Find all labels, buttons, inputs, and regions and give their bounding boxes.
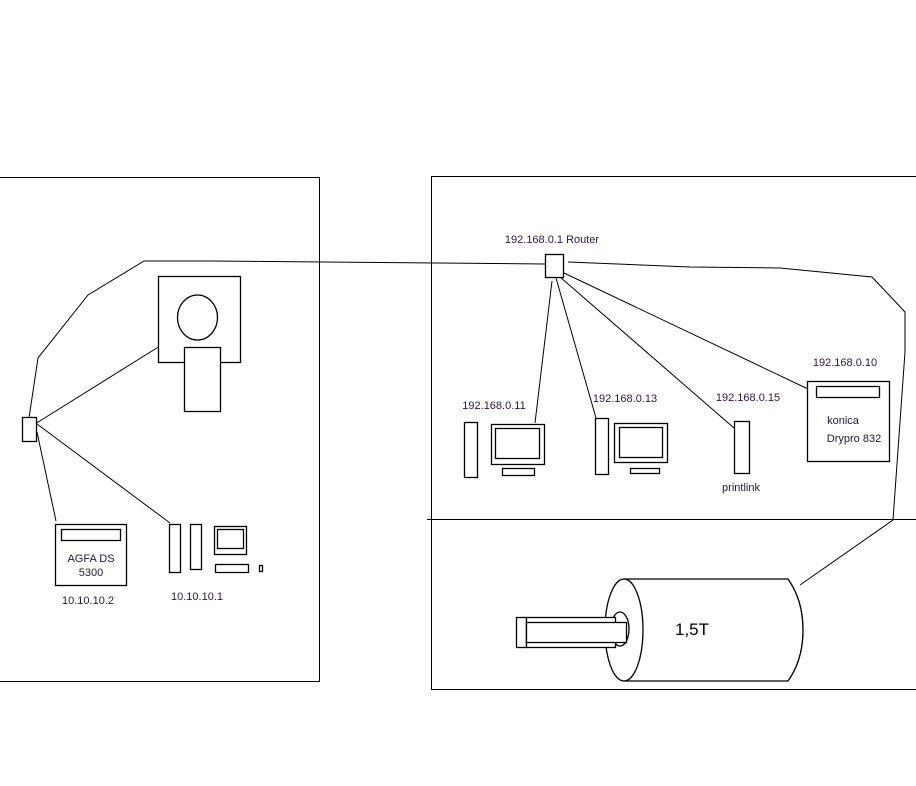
switch-icon[interactable]	[21, 416, 38, 443]
pc1-icon[interactable]	[463, 421, 546, 479]
printlink-icon[interactable]	[733, 420, 751, 475]
agfa-ds-5300-printer[interactable]: AGFA DS 5300	[54, 523, 128, 587]
uplink-cable	[28, 260, 546, 419]
left-room-boundary	[0, 177, 320, 682]
router-icon[interactable]	[544, 253, 565, 279]
mri-scanner-icon[interactable]: 1,5T	[515, 578, 804, 682]
printlink-ip-label: 192.168.0.15	[716, 392, 780, 404]
cable-router-to-printlink	[559, 276, 735, 429]
agfa-name-line2: 5300	[79, 567, 103, 579]
router-label: 192.168.0.1 Router	[505, 234, 600, 246]
printlink-name: printlink	[722, 482, 760, 494]
right-room-boundary	[431, 176, 916, 690]
konica-name-line1: konica	[827, 415, 860, 427]
cable-switch-to-workstation	[36, 423, 171, 524]
agfa-name-line1: AGFA DS	[67, 553, 114, 565]
cable-router-to-pc1	[534, 280, 553, 424]
pc2-icon[interactable]	[594, 417, 669, 476]
cable-switch-to-ct	[34, 345, 161, 425]
cable-router-to-konica	[563, 272, 809, 390]
konica-name-line2: Drypro 832	[827, 433, 881, 445]
ct-scanner-icon[interactable]	[157, 275, 242, 413]
cable-router-to-mri	[567, 261, 906, 586]
cable-switch-to-agfa	[36, 431, 57, 522]
pc1-ip-label: 192.168.0.11	[462, 400, 525, 412]
konica-drypro-printer[interactable]: konica Drypro 832	[806, 380, 891, 463]
agfa-ip-label: 10.10.10.2	[62, 595, 114, 607]
workstation-ip-label: 10.10.10.1	[171, 591, 223, 603]
konica-ip-label: 192.168.0.10	[813, 357, 877, 369]
workstation-icon[interactable]	[168, 523, 264, 574]
cable-router-to-pc2	[555, 277, 597, 419]
mri-field-strength-label: 1,5T	[675, 620, 709, 639]
pc2-ip-label: 192.168.0.13	[593, 393, 657, 405]
